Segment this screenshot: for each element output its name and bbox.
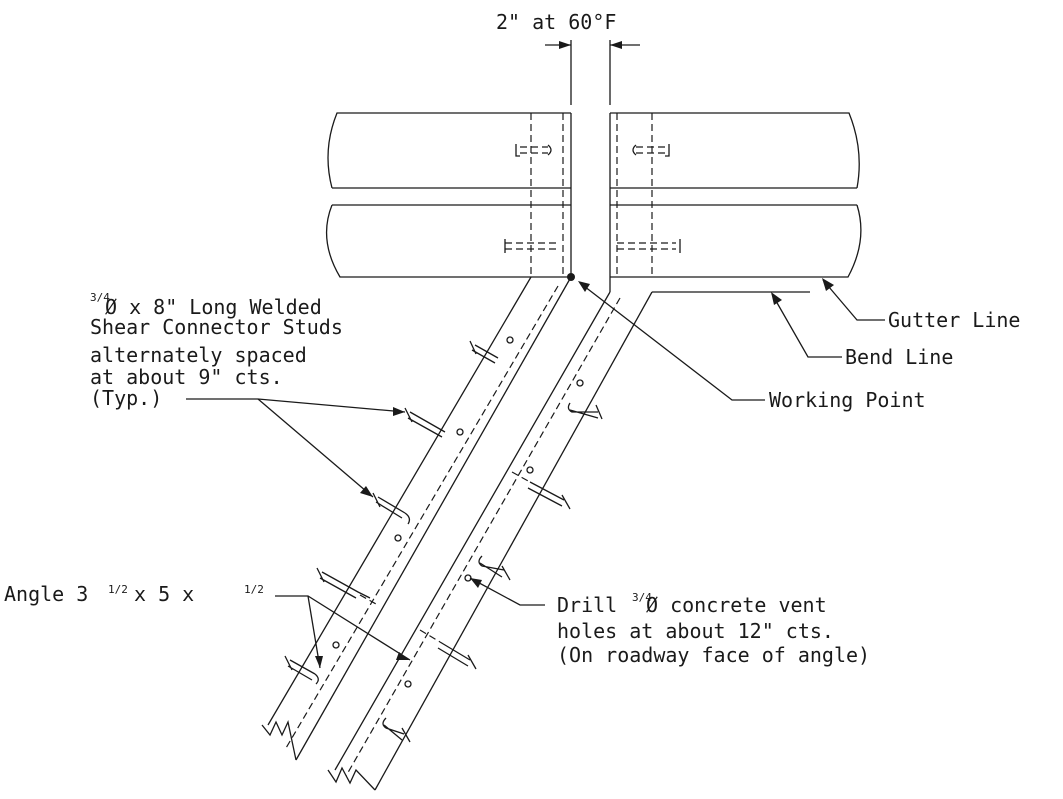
drill-prefix: Drill [557, 593, 617, 617]
gap-dimension: 2" at 60°F [496, 10, 640, 105]
drill-note-line2: holes at about 12" cts. [557, 619, 834, 643]
angle-fraction-2: 1/2 [244, 583, 264, 596]
drill-note-line1: Ø concrete vent [646, 593, 827, 617]
working-point: Working Point [567, 273, 926, 412]
angle-note: Angle 3 1/2 x 5 x 1/2 [4, 582, 411, 669]
angle-prefix: Angle 3 [4, 582, 88, 606]
drill-note-line3: (On roadway face of angle) [557, 643, 870, 667]
curb-block [326, 112, 862, 292]
gap-dimension-label: 2" at 60°F [496, 10, 616, 34]
studs-note: 3/4 Ø x 8" Long Welded Shear Connector S… [90, 291, 406, 498]
angle-fraction-1: 1/2 [108, 583, 128, 596]
studs-note-line2: Shear Connector Studs [90, 315, 343, 339]
gutter-line: Gutter Line [822, 278, 1020, 332]
gutter-line-label: Gutter Line [888, 308, 1020, 332]
right-angle-plate [327, 291, 810, 791]
studs-note-line3: alternately spaced [90, 343, 307, 367]
studs-left [284, 336, 514, 685]
drill-note: Drill 3/4 Ø concrete vent holes at about… [469, 577, 870, 667]
studs-note-line4: at about 9" cts. [90, 365, 283, 389]
studs-note-line1: Ø x 8" Long Welded [105, 295, 322, 319]
bend-line: Bend Line [771, 292, 953, 369]
studs-note-line5: (Typ.) [90, 386, 162, 410]
left-angle-plate [261, 276, 572, 761]
working-point-label: Working Point [769, 388, 926, 412]
angle-mid: x 5 x [134, 582, 194, 606]
studs-fraction: 3/4 [90, 291, 110, 304]
studs-right [382, 379, 603, 743]
drill-fraction: 3/4 [632, 591, 652, 604]
bend-line-label: Bend Line [845, 345, 953, 369]
